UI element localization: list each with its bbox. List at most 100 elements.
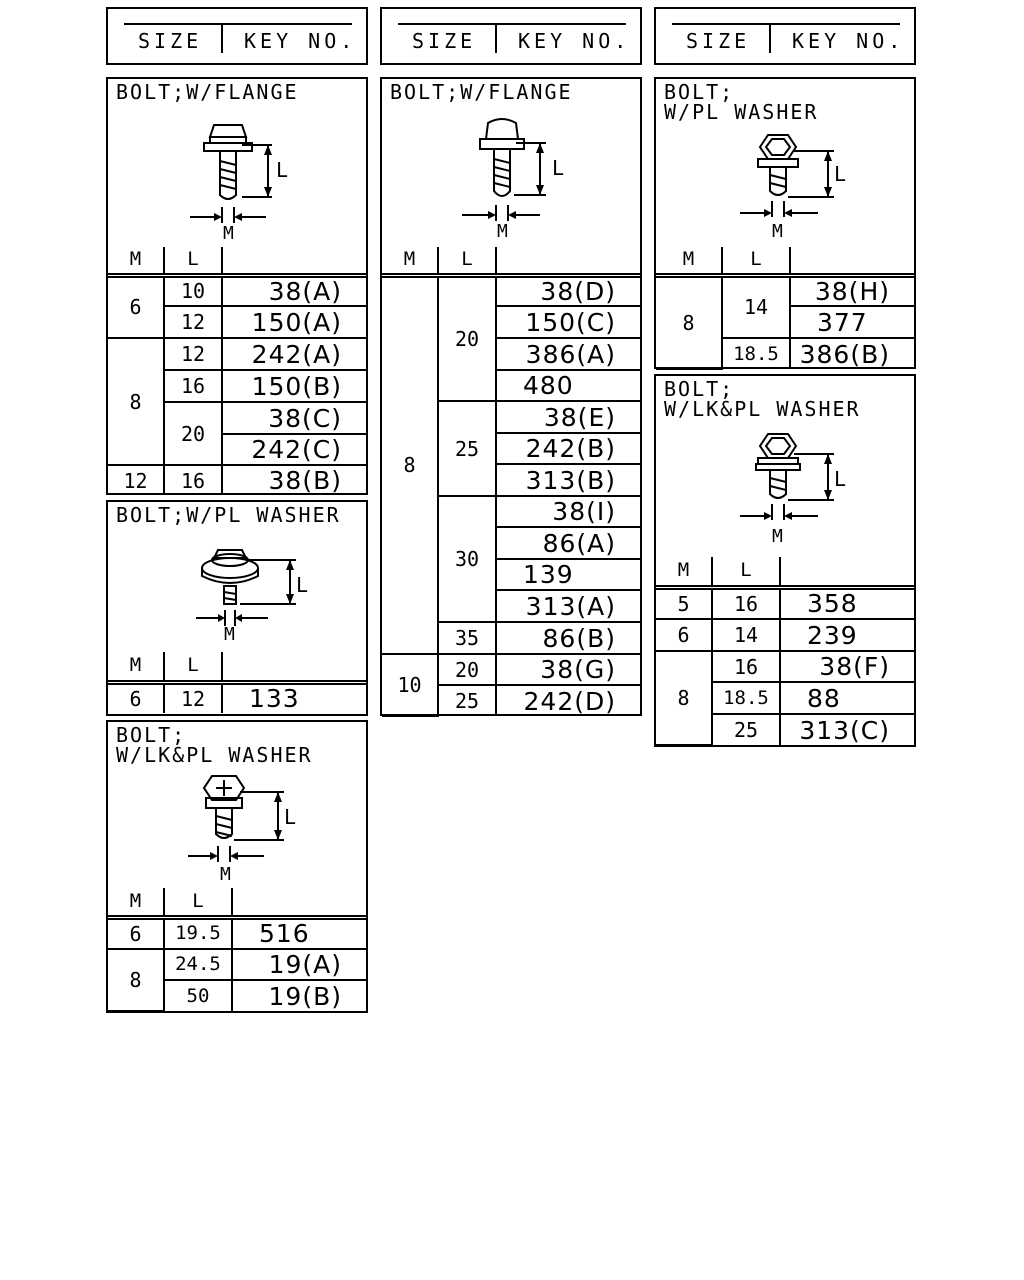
col-l-header: L xyxy=(163,247,223,278)
dim-m-label: M xyxy=(772,526,783,547)
l-value: 14 xyxy=(711,618,781,652)
key-number: 242(B) xyxy=(496,432,640,465)
l-value: 30 xyxy=(438,495,497,623)
key-number: 38(A) xyxy=(221,274,366,307)
l-value: 35 xyxy=(438,621,497,655)
key-number: 38(D) xyxy=(495,274,640,307)
key-number: 86(A) xyxy=(496,526,640,560)
l-value: 14 xyxy=(721,274,791,339)
m-value: 8 xyxy=(656,274,723,370)
key-number: 150(B) xyxy=(221,369,366,403)
col-m-header: M xyxy=(108,888,165,920)
m-value: 8 xyxy=(656,650,713,746)
key-number: 242(A) xyxy=(221,337,366,371)
m-value: 5 xyxy=(656,586,713,620)
lk-washer-bolt-illustration: M L xyxy=(188,775,296,885)
col-l-header: L xyxy=(721,247,791,278)
col-m-header: M xyxy=(382,247,439,278)
l-value: 16 xyxy=(711,650,781,683)
key-number: 386(A) xyxy=(496,337,640,371)
l-value: 25 xyxy=(438,400,497,497)
key-number: 150(A) xyxy=(221,305,366,339)
key-number: 139 xyxy=(496,558,640,591)
key-number: 313(A) xyxy=(496,589,640,623)
l-value: 16 xyxy=(163,464,223,495)
panel-title: BOLT; W/LK&PL WASHER xyxy=(664,377,861,421)
key-number: 38(G) xyxy=(495,653,640,686)
l-value: 50 xyxy=(164,979,233,1011)
key-no-label: KEY NO. xyxy=(244,29,357,53)
l-value: 12 xyxy=(163,681,223,713)
key-number: 19(A) xyxy=(231,948,366,981)
m-value: 6 xyxy=(108,274,165,339)
key-number: 38(C) xyxy=(221,401,366,435)
key-number: 86(B) xyxy=(495,621,640,655)
header-box-3: SIZE KEY NO. xyxy=(654,7,916,65)
dim-l-label: L xyxy=(276,158,288,182)
col-l-header: L xyxy=(163,888,233,920)
key-number: 38(B) xyxy=(221,464,366,495)
l-value: 25 xyxy=(712,713,781,745)
key-number: 386(B) xyxy=(789,337,914,369)
col-l-header: L xyxy=(437,247,497,278)
header-box-1: SIZE KEY NO. xyxy=(106,7,368,65)
m-value: 6 xyxy=(656,618,713,652)
l-value: 12 xyxy=(163,337,223,371)
l-value: 16 xyxy=(164,369,223,403)
key-number: 38(F) xyxy=(779,650,914,683)
col-l-header: L xyxy=(711,557,781,590)
key-number: 358 xyxy=(779,586,914,620)
l-value: 18.5 xyxy=(722,337,791,369)
key-number: 239 xyxy=(779,618,914,652)
dim-m-label: M xyxy=(224,624,235,645)
key-number: 242(C) xyxy=(222,433,366,466)
key-number: 19(B) xyxy=(231,979,366,1011)
dim-l-label: L xyxy=(834,467,846,491)
m-value: 12 xyxy=(108,464,165,495)
key-number: 38(I) xyxy=(495,495,640,528)
flange-bolt-illustration: M L xyxy=(190,124,288,244)
l-value: 12 xyxy=(164,305,223,339)
washer-bolt-illustration: M L xyxy=(196,549,308,645)
pl-washer-bolt-illustration: M L xyxy=(740,134,846,242)
size-label: SIZE xyxy=(412,29,477,53)
key-number: 480 xyxy=(496,369,640,402)
size-label: SIZE xyxy=(138,29,203,53)
flange-bolt-illustration: M L xyxy=(462,118,564,242)
dim-l-label: L xyxy=(552,156,564,180)
m-value: 6 xyxy=(108,916,165,950)
dim-m-label: M xyxy=(223,223,234,244)
l-value: 18.5 xyxy=(712,681,781,715)
panel-title: BOLT;W/FLANGE xyxy=(116,80,299,104)
l-value: 20 xyxy=(437,274,497,402)
l-value: 25 xyxy=(438,684,497,716)
key-number: 516 xyxy=(231,916,366,950)
key-no-label: KEY NO. xyxy=(792,29,905,53)
dim-l-label: L xyxy=(284,805,296,829)
header-box-2: SIZE KEY NO. xyxy=(380,7,642,65)
dim-l-label: L xyxy=(296,573,308,597)
key-number: 88 xyxy=(779,681,914,715)
panel-title: BOLT; W/PL WASHER xyxy=(664,80,819,124)
col-m-header: M xyxy=(108,247,165,278)
dim-m-label: M xyxy=(497,221,508,242)
col-m-header: M xyxy=(656,247,723,278)
col-l-header: L xyxy=(163,652,223,685)
m-value: 10 xyxy=(382,653,439,717)
dim-m-label: M xyxy=(772,221,783,242)
key-number: 133 xyxy=(221,681,366,713)
key-number: 38(E) xyxy=(495,400,640,434)
col-m-header: M xyxy=(656,557,713,590)
l-value: 10 xyxy=(163,274,223,307)
m-value: 8 xyxy=(108,948,165,1012)
